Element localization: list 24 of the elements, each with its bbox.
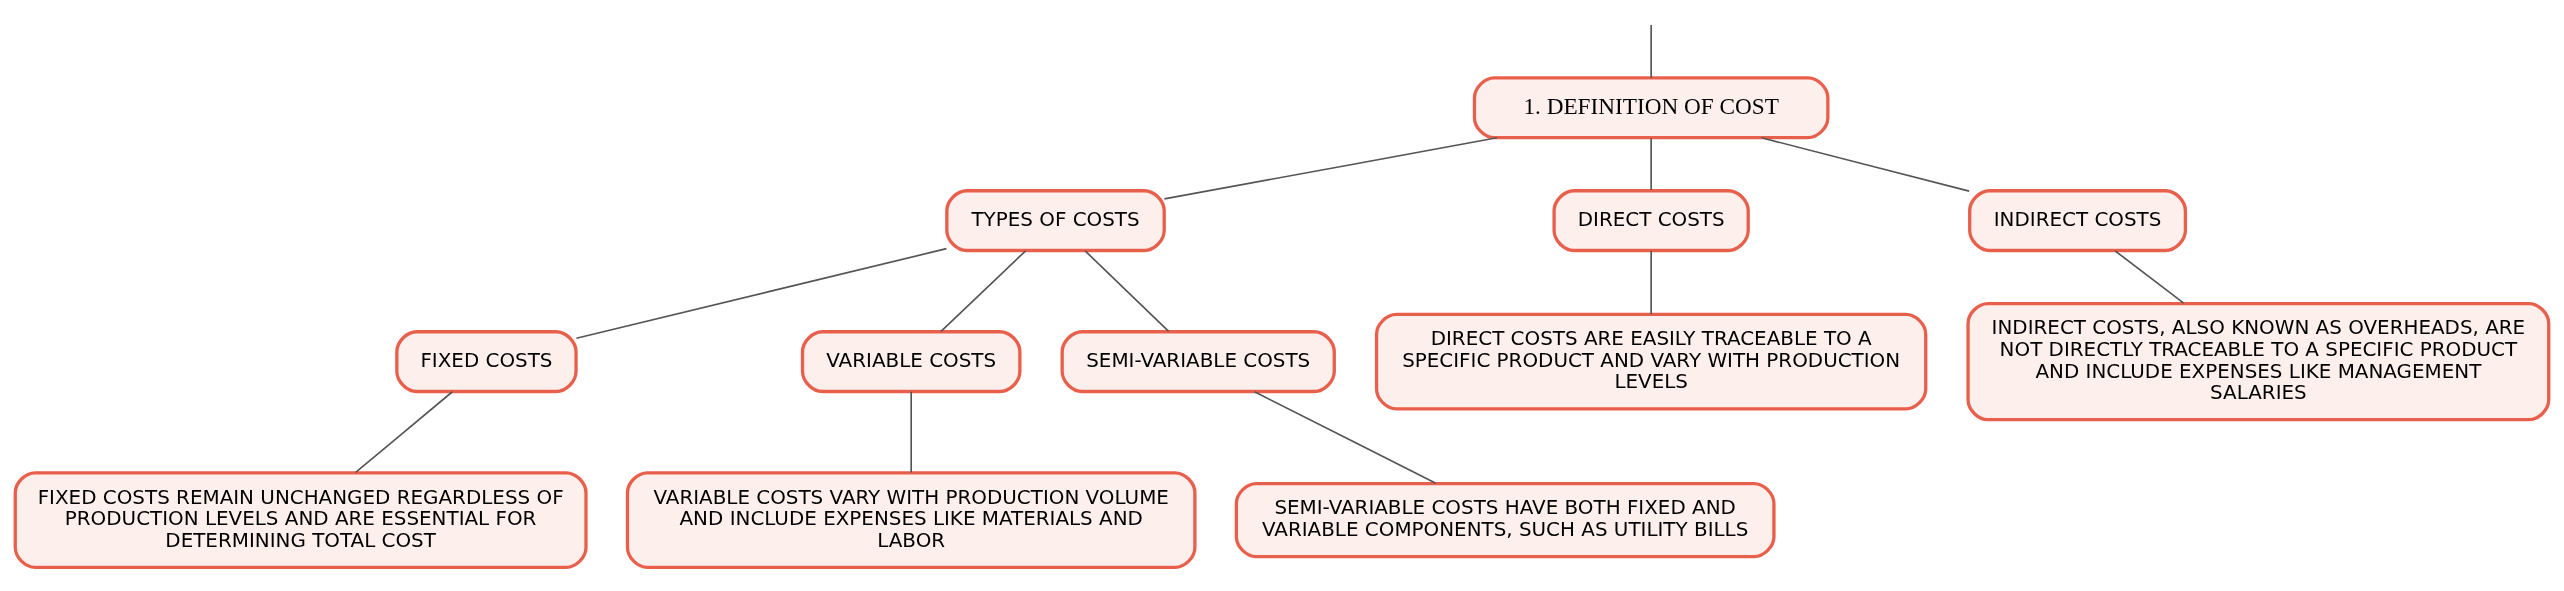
connector (1650, 24, 1652, 79)
node-box: FIXED COSTS (395, 330, 578, 394)
connector (1084, 249, 1170, 333)
connector (575, 247, 948, 340)
node-box: VARIABLE COSTS VARY WITH PRODUCTION VOLUME AND INCLUDE EXPENSES LIKE MATERIALS AND LABOR (625, 471, 1197, 569)
node-box: DIRECT COSTS (1552, 189, 1750, 253)
node-box: SEMI-VARIABLE COSTS HAVE BOTH FIXED AND VARIABLE COMPONENTS, SUCH AS UTILITY BILLS (1234, 481, 1776, 559)
node-box: INDIRECT COSTS, ALSO KNOWN AS OVERHEADS, ARE NOT DIRECTLY TRACEABLE TO A SPECIFIC PRODUCT AND INCLUDE EXPENSES LIKE MANAGEMENT SALARIES (1966, 301, 2551, 422)
node-box: 1. DEFINITION OF COST (1472, 76, 1830, 140)
node-box: DIRECT COSTS ARE EASILY TRACEABLE TO A SPECIFIC PRODUCT AND VARY WITH PRODUCTION LEVELS (1374, 312, 1928, 411)
connector (1163, 136, 1498, 200)
connector (1760, 136, 1970, 192)
connector (940, 249, 1027, 333)
node-box: TYPES OF COSTS (945, 189, 1166, 253)
node-box: SEMI-VARIABLE COSTS (1060, 330, 1336, 394)
node-box: FIXED COSTS REMAIN UNCHANGED REGARDLESS OF PRODUCTION LEVELS AND ARE ESSENTIAL FOR DETERMINING TOTAL COST (13, 471, 588, 569)
node-box: VARIABLE COSTS (800, 330, 1022, 394)
connector (2114, 249, 2185, 304)
connector (1650, 137, 1652, 191)
connector (354, 390, 454, 474)
connector (910, 390, 913, 474)
node-box: INDIRECT COSTS (1968, 189, 2188, 253)
connector (1253, 390, 1437, 485)
connector (1650, 249, 1652, 315)
